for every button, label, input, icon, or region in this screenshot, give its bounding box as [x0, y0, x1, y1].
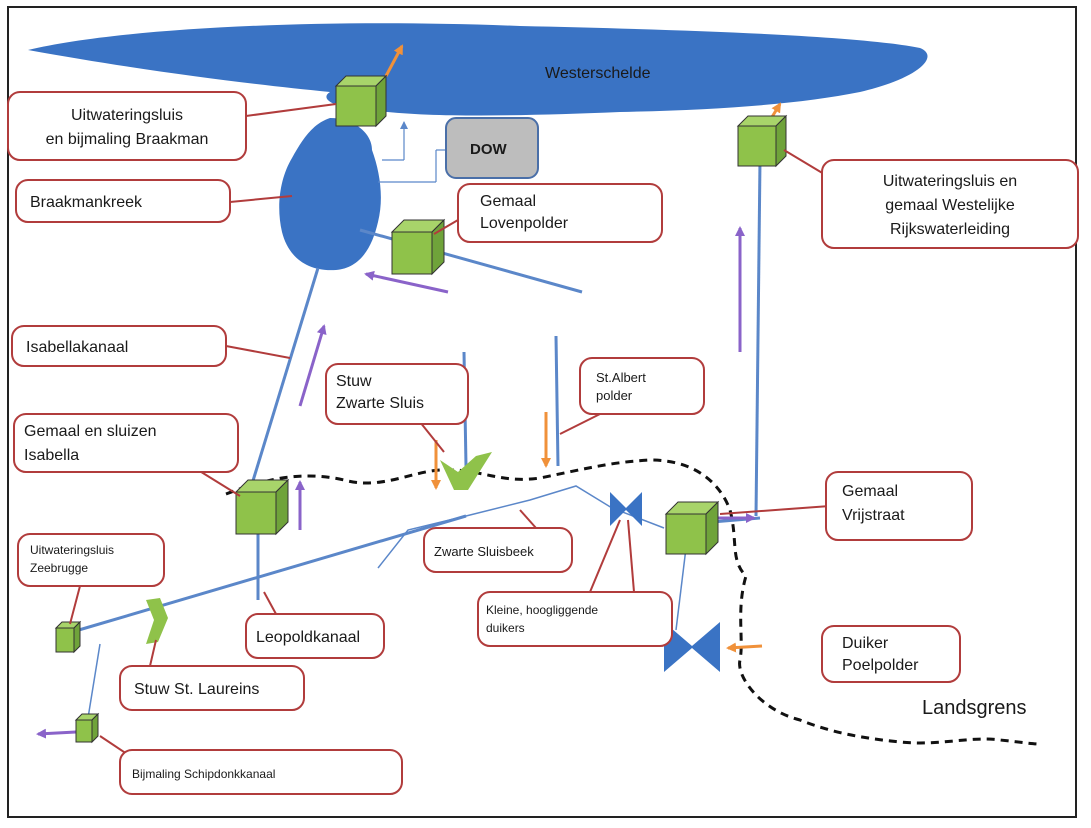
braakmankreek-label: Braakmankreek — [30, 194, 143, 211]
callout-st-albert — [579, 357, 705, 415]
callouts: Uitwateringsluis en bijmaling Braakman Br… — [7, 91, 1079, 795]
flow-arrow-schipdonk — [36, 728, 77, 739]
dow-box — [445, 117, 539, 179]
gemaal-isabella-line-1: Gemaal en sluizen — [24, 423, 157, 440]
orange-arrow-braakman — [384, 44, 404, 77]
callout-zwarte-sluisbeek — [423, 527, 573, 573]
cube-schipdonk — [74, 712, 100, 744]
culvert-poelpolder — [664, 622, 720, 672]
schipdonk-link — [87, 643, 101, 719]
isabellakanaal-label: Isabellakanaal — [26, 339, 128, 356]
cube-vrijstraat — [664, 500, 720, 556]
callout-leopoldkanaal — [245, 613, 385, 659]
st-albert-line-1: St.Albert — [596, 370, 646, 385]
zwarte-sluisbeek-label: Zwarte Sluisbeek — [434, 544, 534, 559]
callout-braakmankreek — [15, 179, 231, 223]
callout-duiker-poelpolder — [821, 625, 961, 683]
uitwatering-zeebrugge-line-1: Uitwateringsluis — [30, 543, 114, 557]
stuw-st-laureins-label: Stuw St. Laureins — [134, 681, 259, 698]
callout-isabellakanaal — [11, 325, 227, 367]
cube-isabella — [234, 478, 290, 536]
cube-lovenpolder — [390, 218, 446, 276]
culvert-kleine-duikers — [610, 492, 642, 526]
callout-stuw-zwarte-sluis — [325, 363, 469, 425]
callout-gemaal-lovenpolder — [457, 183, 663, 243]
westelijke-line-2: gemaal Westelijke — [885, 197, 1015, 214]
leopoldkanaal-label: Leopoldkanaal — [256, 629, 360, 646]
gemaal-vrijstraat-line-1: Gemaal — [842, 483, 898, 500]
flow-arrows — [36, 226, 756, 739]
st-albert-canal — [554, 335, 560, 467]
callout-uitwatering-braakman — [7, 91, 247, 161]
callout-stuw-st-laureins — [119, 665, 305, 711]
orange-arrow-poelpolder — [726, 642, 763, 653]
stuw-zwarte-sluis-line-1: Stuw — [336, 373, 372, 390]
uitwatering-braakman-line-1: Uitwateringsluis — [71, 107, 183, 124]
st-albert-line-2: polder — [596, 388, 633, 403]
westerschelde-label: Westerschelde — [545, 65, 651, 82]
flow-arrow-isabellakanaal — [298, 324, 327, 407]
cube-westelijke — [736, 114, 788, 168]
callout-gemaal-vrijstraat — [825, 471, 973, 541]
duiker-poelpolder-line-2: Poelpolder — [842, 657, 919, 674]
callout-bijmaling-schipdonk — [119, 749, 403, 795]
westelijke-rijkswaterleiding-line — [754, 159, 762, 517]
callout-uitwatering-zeebrugge — [17, 533, 165, 587]
landsgrens-label: Landsgrens — [922, 697, 1027, 719]
westelijke-line-3: Rijkswaterleiding — [890, 221, 1010, 238]
braakmankreek-water — [279, 118, 381, 271]
canals — [71, 121, 762, 719]
stuw-zwarte-sluis-line-2: Zwarte Sluis — [336, 395, 424, 412]
diagram-frame — [7, 6, 1077, 818]
flow-arrow-lovenpolder — [364, 270, 449, 294]
kleine-duikers-line-2: duikers — [486, 621, 525, 635]
isabellakanaal-line — [250, 267, 320, 485]
gemaal-vrijstraat-line-2: Vrijstraat — [842, 507, 905, 524]
cube-braakman — [334, 74, 388, 128]
gemaal-lovenpolder-line-2: Lovenpolder — [480, 215, 569, 232]
callout-kleine-duikers — [477, 591, 673, 647]
kleine-duikers-line-1: Kleine, hoogliggende — [486, 603, 598, 617]
westerschelde-water — [28, 23, 928, 116]
dow-label: DOW — [470, 141, 508, 158]
weir-st-laureins — [146, 598, 168, 644]
leopoldkanaal-line — [71, 514, 467, 634]
callout-westelijke — [821, 159, 1079, 249]
cube-zeebrugge — [54, 620, 82, 654]
duiker-poelpolder-line-1: Duiker — [842, 635, 889, 652]
gemaal-lovenpolder-line-1: Gemaal — [480, 193, 536, 210]
westelijke-line-1: Uitwateringsluis en — [883, 173, 1017, 190]
poelpolder-link — [675, 547, 687, 631]
uitwatering-zeebrugge-line-2: Zeebrugge — [30, 561, 88, 575]
gemaal-isabella-line-2: Isabella — [24, 447, 79, 464]
callout-gemaal-isabella — [13, 413, 239, 473]
weir-zwarte-sluis — [440, 452, 492, 490]
uitwatering-braakman-line-2: en bijmaling Braakman — [46, 131, 209, 148]
bijmaling-schipdonk-label: Bijmaling Schipdonkkanaal — [132, 767, 275, 781]
